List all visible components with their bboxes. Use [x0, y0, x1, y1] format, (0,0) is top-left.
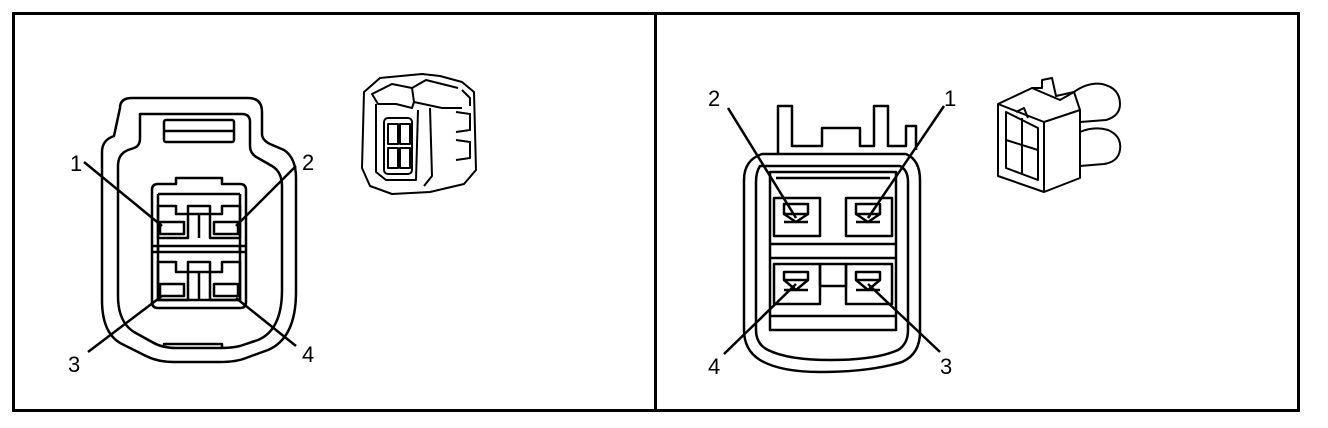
- left-pin-label-4: 4: [302, 342, 314, 367]
- left-connector-isometric: [361, 73, 477, 195]
- right-pin-label-4: 4: [708, 354, 720, 379]
- right-leader-pin-1: [866, 105, 946, 219]
- right-connector-isometric: [997, 77, 1122, 193]
- left-pin-label-2: 2: [302, 150, 314, 175]
- left-leader-pin-4: [235, 297, 297, 347]
- right-leader-pin-2: [726, 107, 798, 219]
- left-leader-pin-1: [83, 161, 163, 227]
- left-leader-pin-2: [235, 165, 297, 227]
- right-pin-label-2: 2: [708, 86, 720, 111]
- right-pin-label-1: 1: [944, 86, 956, 111]
- left-pin-label-3: 3: [68, 352, 80, 377]
- left-pin-label-1: 1: [70, 151, 82, 176]
- right-connector-face: [723, 104, 946, 374]
- right-pin-label-3: 3: [940, 354, 952, 379]
- right-leader-pin-4: [723, 283, 797, 355]
- panel-divider: [654, 12, 657, 412]
- right-leader-pin-3: [867, 283, 941, 353]
- left-connector-face: [83, 96, 298, 364]
- left-leader-pin-3: [87, 295, 163, 353]
